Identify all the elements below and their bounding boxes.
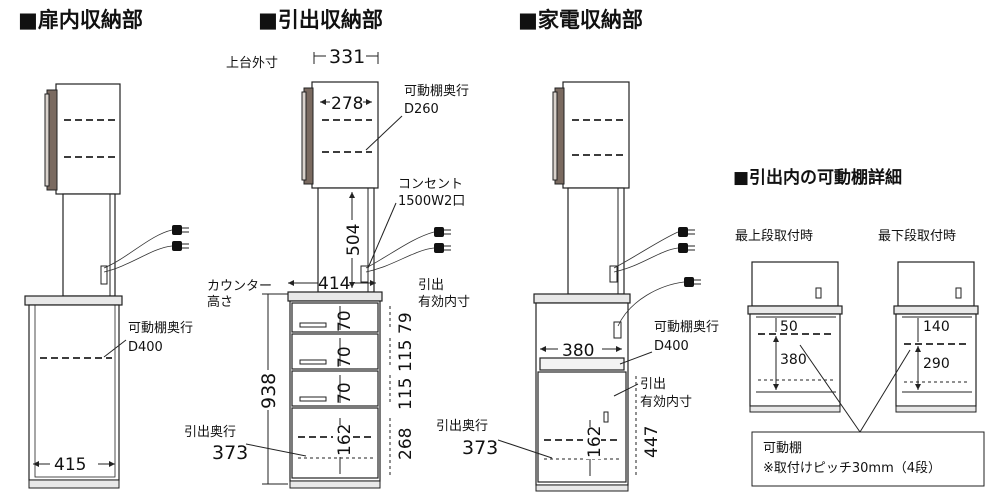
header-appliance-storage: ■家電収納部 bbox=[518, 8, 643, 32]
counter-label: カウンター bbox=[207, 279, 272, 294]
bottom-mount-dim-1: 140 bbox=[923, 319, 950, 335]
bottom-mount-dim-2: 290 bbox=[923, 356, 950, 372]
appliance-shelf-leader bbox=[619, 351, 653, 365]
upper-outer-label: 上台外寸 bbox=[226, 56, 278, 71]
header-door-storage: ■扉内収納部 bbox=[18, 8, 143, 32]
note-title: 可動棚 bbox=[763, 441, 802, 456]
upper-outer-dimension: 331 bbox=[313, 45, 379, 68]
drawer-inner-label: 引出 bbox=[418, 278, 444, 293]
detail-top-mount: 50 380 bbox=[747, 261, 843, 413]
appliance-drawer-depth-leader bbox=[497, 439, 553, 459]
gap-height-value: 504 bbox=[344, 224, 364, 256]
drawer-shelf-depth-value: D260 bbox=[404, 102, 439, 117]
power-cord-drawer bbox=[365, 227, 451, 273]
note-body: ※取付けピッチ30mm（4段） bbox=[763, 461, 941, 476]
gap-height-dimension: 504 bbox=[343, 192, 364, 288]
drawer-inner-height-4: 268 bbox=[396, 428, 416, 460]
header-drawer-storage: ■引出収納部 bbox=[258, 8, 383, 32]
shelf-note-box: 可動棚 ※取付けピッチ30mm（4段） bbox=[751, 431, 985, 487]
power-cord-appliance bbox=[613, 227, 701, 327]
appliance-width-value: 380 bbox=[562, 341, 594, 361]
drawer-height-1: 70 bbox=[335, 310, 355, 332]
appliance-drawer-height-dimension: 162 bbox=[583, 420, 605, 476]
drawer-depth-leader bbox=[245, 443, 307, 457]
appliance-drawer-depth-label: 引出奥行 bbox=[436, 419, 488, 434]
drawer-height-4: 162 bbox=[335, 424, 355, 456]
drawer-inner-height-2: 115 bbox=[396, 340, 416, 372]
drawer-inner-heights: 79 115 115 268 bbox=[389, 306, 416, 476]
power-cord-door bbox=[103, 225, 189, 273]
counter-label-2: 高さ bbox=[207, 294, 233, 310]
drawer-heights: 70 70 70 162 bbox=[333, 306, 355, 474]
drawer-depth-label: 引出奥行 bbox=[184, 425, 236, 440]
header-drawer-shelf-detail: ■引出内の可動棚詳細 bbox=[733, 167, 902, 188]
drawer-inner-label-2: 有効内寸 bbox=[418, 294, 470, 310]
appliance-drawer-depth-value: 373 bbox=[462, 437, 498, 459]
appliance-inner-leader bbox=[613, 383, 639, 397]
depth-414-dimension: 414 bbox=[288, 274, 376, 294]
door-width-dimension: 415 bbox=[33, 455, 115, 475]
outlet-leader bbox=[367, 202, 397, 269]
appliance-cabinet bbox=[533, 81, 631, 492]
drawer-height-3: 70 bbox=[335, 382, 355, 404]
appliance-drawer-inner-label-2: 有効内寸 bbox=[640, 394, 692, 410]
drawer-inner-height-1: 79 bbox=[396, 312, 416, 334]
door-shelf-depth-value: D400 bbox=[128, 340, 163, 355]
drawer-inner-height-3: 115 bbox=[396, 378, 416, 410]
counter-height-dimension: 938 bbox=[258, 293, 288, 485]
outlet-label: コンセント bbox=[398, 177, 463, 192]
drawer-shelf-depth-label: 可動棚奥行 bbox=[404, 84, 469, 99]
appliance-inner-height-value: 447 bbox=[642, 426, 662, 458]
bottom-mount-label: 最下段取付時 bbox=[878, 229, 956, 244]
appliance-drawer-height-value: 162 bbox=[585, 426, 605, 458]
outlet-value: 1500W2口 bbox=[398, 194, 465, 209]
upper-outer-value: 331 bbox=[329, 46, 365, 68]
top-mount-label: 最上段取付時 bbox=[735, 229, 813, 244]
door-width-value: 415 bbox=[54, 455, 86, 475]
drawer-depth-value: 373 bbox=[212, 442, 248, 464]
appliance-drawer-inner-label: 引出 bbox=[640, 377, 666, 392]
appliance-shelf-depth-value: D400 bbox=[654, 339, 689, 354]
counter-height-value: 938 bbox=[258, 373, 280, 409]
door-shelf-leader bbox=[103, 339, 127, 358]
appliance-shelf-depth-label: 可動棚奥行 bbox=[654, 320, 719, 335]
depth-414-value: 414 bbox=[318, 274, 350, 294]
appliance-inner-height-dimension: 447 bbox=[635, 376, 662, 478]
top-mount-dim-2: 380 bbox=[780, 352, 807, 368]
note-leader-left bbox=[799, 344, 861, 433]
appliance-width-dimension: 380 bbox=[540, 341, 622, 361]
top-mount-dim-1: 50 bbox=[780, 319, 798, 335]
drawer-shelf-leader bbox=[365, 115, 403, 151]
door-cabinet bbox=[24, 83, 123, 489]
inner-width-dimension: 278 bbox=[320, 92, 372, 114]
detail-bottom-mount: 140 290 bbox=[893, 261, 979, 413]
note-leader-right bbox=[859, 349, 911, 433]
drawer-height-2: 70 bbox=[335, 346, 355, 368]
inner-width-value: 278 bbox=[331, 94, 363, 114]
door-shelf-depth-label: 可動棚奥行 bbox=[128, 321, 193, 336]
